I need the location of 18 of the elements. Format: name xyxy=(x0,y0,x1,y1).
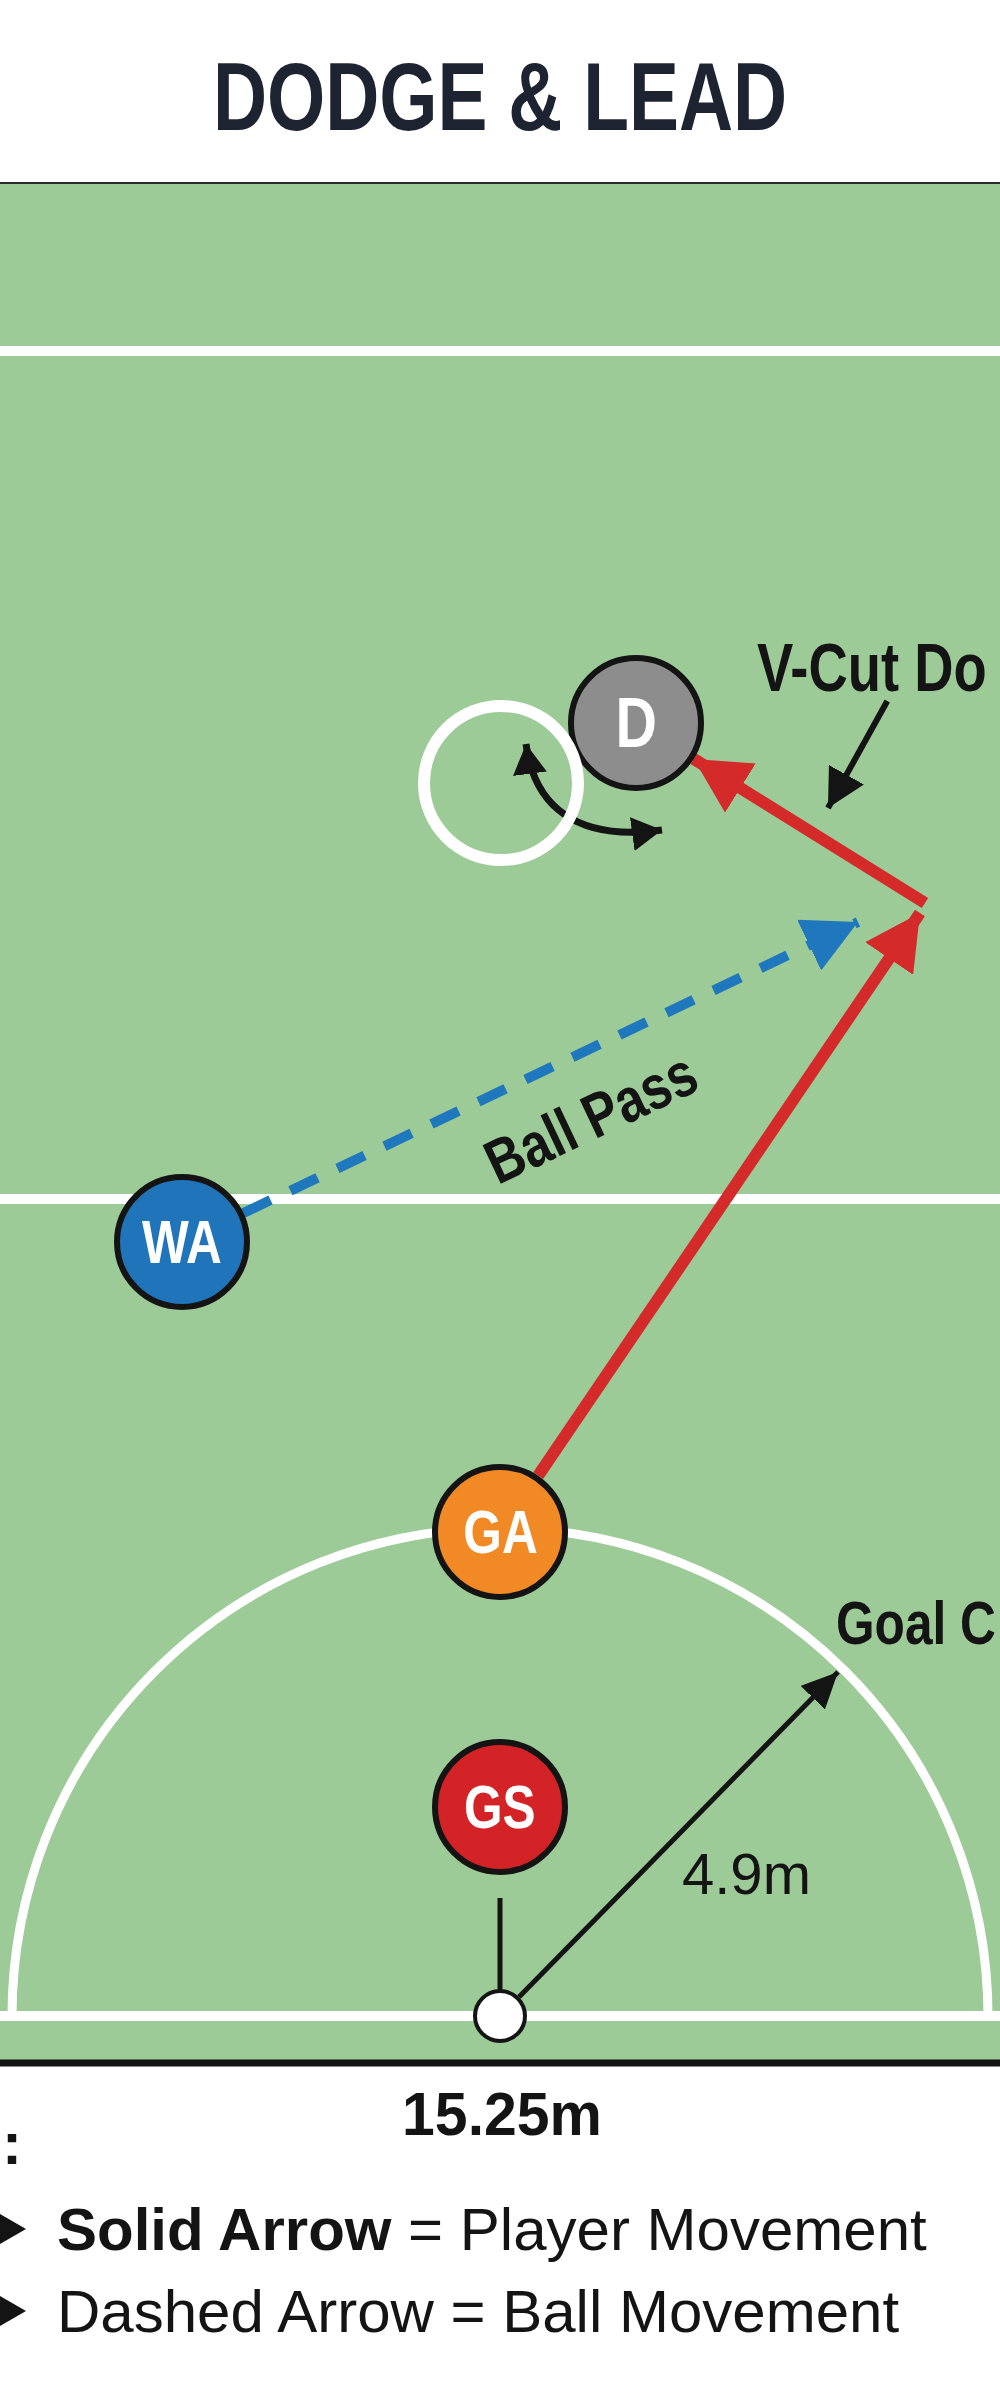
dimension-label: 4.9m xyxy=(682,1845,811,1903)
callout-text: V-Cut Do xyxy=(757,633,987,701)
movement-arrow xyxy=(533,909,925,1480)
label-text: : xyxy=(2,2114,22,2174)
diagram-title: DODGE & LEAD xyxy=(212,49,788,145)
player-label: GA xyxy=(462,1501,538,1563)
pass-arrow xyxy=(241,917,861,1218)
area-label: Goal C xyxy=(836,1592,996,1654)
edge-label: Ball Pass xyxy=(475,1041,707,1195)
legend-text: Dashed Arrow = Ball Movement xyxy=(57,2282,900,2342)
player-label: GS xyxy=(464,1776,536,1838)
player-label: WA xyxy=(142,1211,222,1273)
legend-text: Solid Arrow = Player Movement xyxy=(57,2200,927,2260)
leader-arrow xyxy=(825,699,890,810)
position-ring xyxy=(418,700,584,866)
dimension-label: 15.25m xyxy=(402,2083,602,2145)
player-label: D xyxy=(615,688,657,758)
movement-arrow xyxy=(690,753,929,909)
